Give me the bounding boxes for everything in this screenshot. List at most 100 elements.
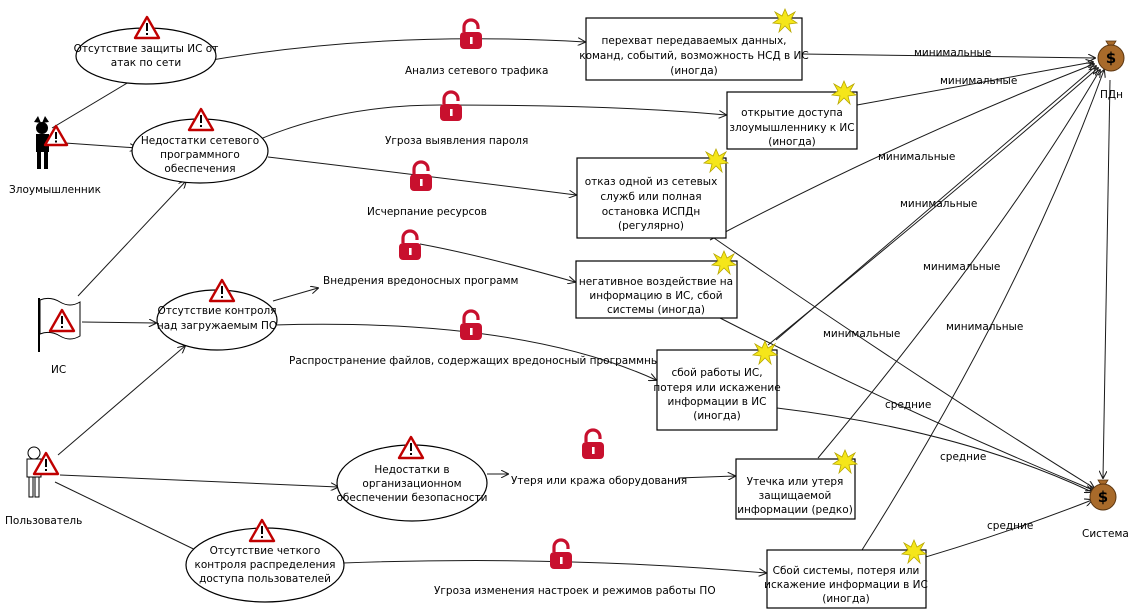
unlocked-padlock-icon bbox=[440, 90, 462, 121]
threat-label-t4: Внедрения вредоносных программ bbox=[323, 275, 518, 287]
devil-figure-icon bbox=[34, 116, 49, 169]
actor-label-attacker: Злоумышленник bbox=[9, 184, 101, 196]
consequence-c1-line1: перехват передаваемых данных, bbox=[602, 35, 787, 47]
explosion-icon bbox=[831, 448, 859, 475]
consequence-c2: открытие доступа злоумышленнику к ИС (ин… bbox=[726, 79, 858, 150]
consequence-c7-line1: Сбой системы, потеря или bbox=[773, 565, 920, 577]
threat-label-t1: Анализ сетевого трафика bbox=[405, 65, 548, 77]
warning-triangle-icon bbox=[187, 107, 215, 132]
actor-attacker: Злоумышленник bbox=[9, 116, 101, 196]
warning-triangle-icon bbox=[208, 278, 236, 303]
actor-label-user: Пользователь bbox=[5, 515, 82, 527]
vulnerability-v4-line2: организационном bbox=[362, 478, 461, 490]
vulnerability-v5-line2: контроля распределения bbox=[195, 559, 336, 571]
consequence-c4-line3: системы (иногда) bbox=[607, 304, 705, 316]
consequence-c4: негативное воздействие на информацию в И… bbox=[575, 249, 738, 319]
consequence-c1-line2: команд, событий, возможность НСД в ИС bbox=[579, 50, 809, 62]
consequence-c5-line2: потеря или искажение bbox=[653, 382, 780, 394]
asset-label-pdn: ПДн bbox=[1100, 89, 1123, 101]
money-bag-icon: $ bbox=[1097, 40, 1125, 72]
edge-label-system-2: средние bbox=[940, 451, 986, 463]
explosion-icon bbox=[710, 249, 738, 276]
unlocked-padlock-icon bbox=[582, 428, 604, 459]
warning-triangle-icon bbox=[133, 15, 161, 40]
warning-triangle-icon bbox=[248, 518, 276, 543]
vulnerability-v4-line3: обеспечении безопасности bbox=[337, 492, 488, 504]
consequence-c6-line1: Утечка или утеря bbox=[747, 476, 844, 488]
edge-c5-system bbox=[776, 407, 1092, 492]
edge-t6-c6 bbox=[677, 476, 735, 478]
consequence-c7: Сбой системы, потеря или искажение инфор… bbox=[764, 538, 928, 609]
consequence-c4-line1: негативное воздействие на bbox=[579, 276, 733, 288]
warning-triangle-icon bbox=[32, 451, 60, 476]
vulnerability-v5-line1: Отсутствие четкого bbox=[210, 545, 321, 557]
consequence-c6: Утечка или утеря защищаемой информации (… bbox=[735, 448, 859, 520]
money-symbol: $ bbox=[1098, 488, 1108, 506]
explosion-icon bbox=[830, 79, 858, 106]
edge-v3-c5 bbox=[273, 323, 656, 380]
threat-t7: Угроза изменения настроек и режимов рабо… bbox=[434, 538, 716, 597]
actor-label-is: ИС bbox=[51, 364, 66, 376]
unlocked-padlock-icon bbox=[550, 538, 572, 569]
consequence-c2-line2: злоумышленнику к ИС bbox=[729, 122, 854, 134]
edge-label-c3: минимальные bbox=[878, 151, 955, 163]
asset-pdn: $ ПДн bbox=[1097, 40, 1125, 101]
edge-c5-pdn bbox=[767, 68, 1098, 346]
vulnerability-v1: Отсутствие защиты ИС от атак по сети bbox=[74, 15, 219, 85]
edge-label-system-3: средние bbox=[987, 520, 1033, 532]
edge-v1-c1 bbox=[199, 39, 585, 63]
edges bbox=[51, 39, 1111, 573]
threat-label-t2: Угроза выявления пароля bbox=[385, 135, 528, 147]
edge-c2-pdn bbox=[856, 62, 1093, 106]
edge-t4-c4 bbox=[419, 243, 575, 282]
edge-c1-pdn bbox=[801, 53, 1095, 58]
consequence-c3-line2: служб или полная bbox=[600, 191, 701, 203]
person-icon bbox=[26, 446, 42, 498]
vulnerability-v4-line1: Недостатки в bbox=[374, 464, 449, 476]
edge-label-c6: минимальные bbox=[923, 261, 1000, 273]
edge-user-v4 bbox=[59, 474, 338, 487]
edge-label-c5: минимальные bbox=[823, 328, 900, 340]
consequence-c3-line1: отказ одной из сетевых bbox=[585, 176, 718, 188]
consequence-c1: перехват передаваемых данных, команд, со… bbox=[579, 7, 809, 81]
edge-user-v5 bbox=[54, 481, 208, 556]
explosion-icon bbox=[771, 7, 799, 34]
threat-label-t5: Распространение файлов, содержащих вредо… bbox=[289, 355, 689, 367]
threat-t1: Анализ сетевого трафика bbox=[405, 18, 548, 77]
consequence-c6-line2: защищаемой bbox=[759, 490, 832, 502]
threat-label-t7: Угроза изменения настроек и режимов рабо… bbox=[434, 585, 716, 597]
explosion-icon bbox=[702, 147, 730, 174]
explosion-icon bbox=[751, 339, 779, 366]
edge-c3-pdn bbox=[709, 64, 1094, 241]
edge-c3-system bbox=[713, 237, 1094, 488]
vulnerability-v4: Недостатки в организационном обеспечении… bbox=[336, 435, 488, 522]
threat-label-t6: Утеря или кража оборудования bbox=[511, 475, 687, 487]
edge-v3-t4 bbox=[272, 288, 318, 302]
edge-c4-system bbox=[719, 317, 1093, 490]
consequence-c5-line1: сбой работы ИС, bbox=[671, 367, 762, 379]
actor-user: Пользователь bbox=[5, 446, 82, 527]
consequence-c1-line3: (иногда) bbox=[670, 65, 718, 77]
threat-t5: Распространение файлов, содержащих вредо… bbox=[289, 309, 689, 367]
consequence-c3-line3: остановка ИСПДн bbox=[602, 206, 701, 218]
threat-t6: Утеря или кража оборудования bbox=[511, 428, 687, 487]
edge-labels: минимальные минимальные минимальные мини… bbox=[823, 47, 1033, 532]
consequence-c4-line2: информацию в ИС, сбой bbox=[589, 290, 722, 302]
vulnerability-v3-line2: над загружаемым ПО bbox=[157, 320, 277, 332]
consequence-c5-line3: информации в ИС bbox=[668, 396, 767, 408]
edge-c6-pdn bbox=[817, 70, 1100, 459]
money-symbol: $ bbox=[1106, 49, 1116, 67]
unlocked-padlock-icon bbox=[460, 309, 482, 340]
consequence-c3: отказ одной из сетевых служб или полная … bbox=[576, 147, 730, 239]
edge-label-c7: минимальные bbox=[946, 321, 1023, 333]
threat-label-t3: Исчерпание ресурсов bbox=[367, 206, 487, 218]
consequence-c7-line2: искажение информации в ИС bbox=[764, 579, 928, 591]
warning-triangle-icon bbox=[397, 435, 425, 460]
vulnerability-v1-line1: Отсутствие защиты ИС от bbox=[74, 43, 219, 55]
warning-triangle-icon bbox=[43, 124, 69, 147]
vulnerability-v5: Отсутствие четкого контроля распределени… bbox=[185, 518, 345, 603]
edge-label-system-1: средние bbox=[885, 399, 931, 411]
edge-label-c1: минимальные bbox=[914, 47, 991, 59]
vulnerability-v2-line3: обеспечения bbox=[164, 163, 235, 175]
